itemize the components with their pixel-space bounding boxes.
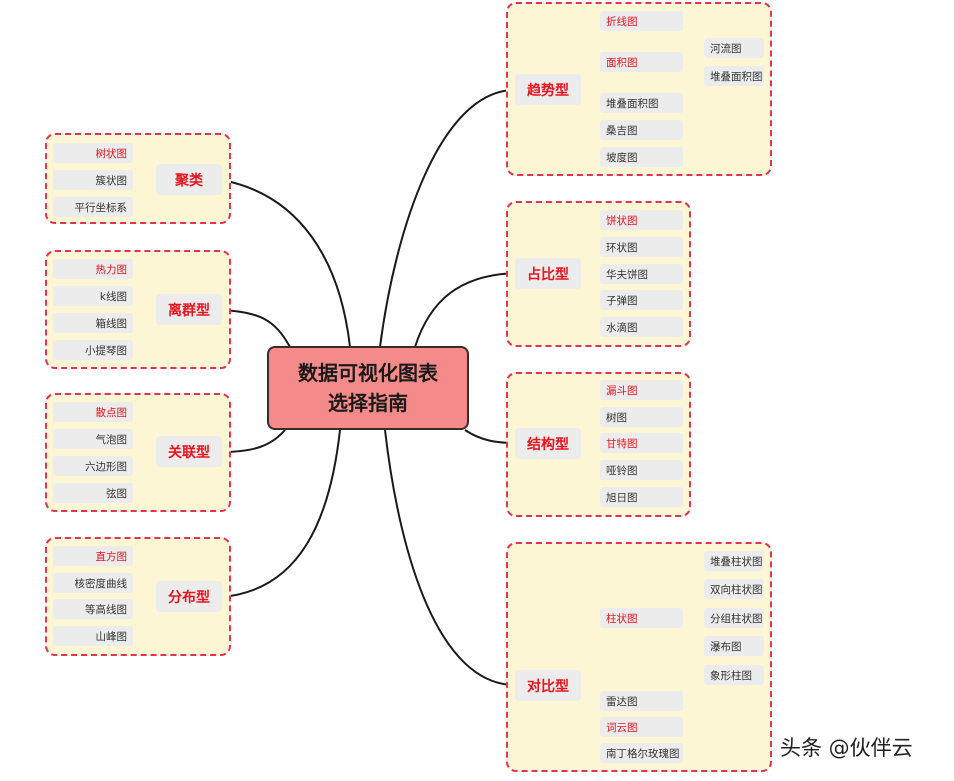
- leaf-relation-2[interactable]: 气泡图: [53, 429, 133, 449]
- leaf-compare-sub-1[interactable]: 堆叠柱状图: [704, 551, 764, 571]
- leaf-compare-1[interactable]: 柱状图: [600, 608, 683, 628]
- leaf-compare-sub-2[interactable]: 双向柱状图: [704, 579, 764, 599]
- leaf-structure-5[interactable]: 旭日图: [600, 487, 683, 507]
- leaf-compare-sub-5[interactable]: 象形柱图: [704, 665, 764, 685]
- leaf-distribution-2[interactable]: 核密度曲线: [53, 573, 133, 593]
- leaf-compare-4[interactable]: 南丁格尔玫瑰图: [600, 743, 683, 763]
- leaf-trend-2[interactable]: 面积图: [600, 52, 683, 72]
- leaf-relation-4[interactable]: 弦图: [53, 483, 133, 503]
- leaf-proportion-1[interactable]: 饼状图: [600, 210, 683, 230]
- leaf-distribution-1[interactable]: 直方图: [53, 546, 133, 566]
- leaf-distribution-3[interactable]: 等高线图: [53, 599, 133, 619]
- leaf-relation-3[interactable]: 六边形图: [53, 456, 133, 476]
- leaf-cluster-3[interactable]: 平行坐标系: [53, 197, 133, 217]
- category-relation[interactable]: 关联型: [156, 436, 222, 467]
- category-cluster[interactable]: 聚类: [156, 164, 222, 195]
- leaf-distribution-4[interactable]: 山峰图: [53, 626, 133, 646]
- leaf-trend-3[interactable]: 堆叠面积图: [600, 93, 683, 113]
- central-topic[interactable]: 数据可视化图表 选择指南: [267, 346, 469, 430]
- leaf-proportion-3[interactable]: 华夫饼图: [600, 264, 683, 284]
- branch-relation: [221, 429, 286, 453]
- branch-trend: [379, 89, 516, 348]
- leaf-trend-sub-2[interactable]: 堆叠面积图: [704, 66, 764, 86]
- branch-cluster: [221, 179, 351, 348]
- leaf-relation-1[interactable]: 散点图: [53, 402, 133, 422]
- leaf-compare-2[interactable]: 雷达图: [600, 691, 683, 711]
- leaf-proportion-4[interactable]: 子弹图: [600, 290, 683, 310]
- category-compare[interactable]: 对比型: [515, 670, 581, 701]
- branch-compare: [384, 429, 516, 686]
- central-topic-line2: 选择指南: [328, 391, 408, 415]
- leaf-compare-sub-3[interactable]: 分组柱状图: [704, 608, 764, 628]
- leaf-trend-1[interactable]: 折线图: [600, 11, 683, 31]
- leaf-proportion-2[interactable]: 环状图: [600, 237, 683, 257]
- branch-proportion: [414, 272, 516, 348]
- branch-distribution: [221, 429, 341, 598]
- leaf-cluster-1[interactable]: 树状图: [53, 143, 133, 163]
- leaf-discrete-1[interactable]: 热力图: [53, 259, 133, 279]
- leaf-trend-sub-1[interactable]: 河流图: [704, 38, 764, 58]
- leaf-compare-sub-4[interactable]: 瀑布图: [704, 636, 764, 656]
- leaf-trend-5[interactable]: 坡度图: [600, 147, 683, 167]
- category-trend[interactable]: 趋势型: [515, 74, 581, 105]
- category-proportion[interactable]: 占比型: [515, 258, 581, 289]
- leaf-discrete-4[interactable]: 小提琴图: [53, 340, 133, 360]
- watermark-text: 头条 @伙伴云: [780, 736, 913, 760]
- leaf-trend-4[interactable]: 桑吉图: [600, 120, 683, 140]
- category-structure[interactable]: 结构型: [515, 428, 581, 459]
- leaf-discrete-3[interactable]: 箱线图: [53, 313, 133, 333]
- category-distribution[interactable]: 分布型: [156, 581, 222, 612]
- leaf-structure-4[interactable]: 哑铃图: [600, 460, 683, 480]
- central-topic-line1: 数据可视化图表: [298, 361, 438, 385]
- leaf-structure-3[interactable]: 甘特图: [600, 433, 683, 453]
- leaf-cluster-2[interactable]: 簇状图: [53, 170, 133, 190]
- branch-discrete: [221, 309, 291, 348]
- category-discrete[interactable]: 离群型: [156, 294, 222, 325]
- leaf-structure-1[interactable]: 漏斗图: [600, 380, 683, 400]
- leaf-compare-3[interactable]: 词云图: [600, 717, 683, 737]
- group-compare: [506, 542, 772, 772]
- leaf-structure-2[interactable]: 树图: [600, 407, 683, 427]
- leaf-discrete-2[interactable]: k线图: [53, 286, 133, 306]
- leaf-proportion-5[interactable]: 水滴图: [600, 317, 683, 337]
